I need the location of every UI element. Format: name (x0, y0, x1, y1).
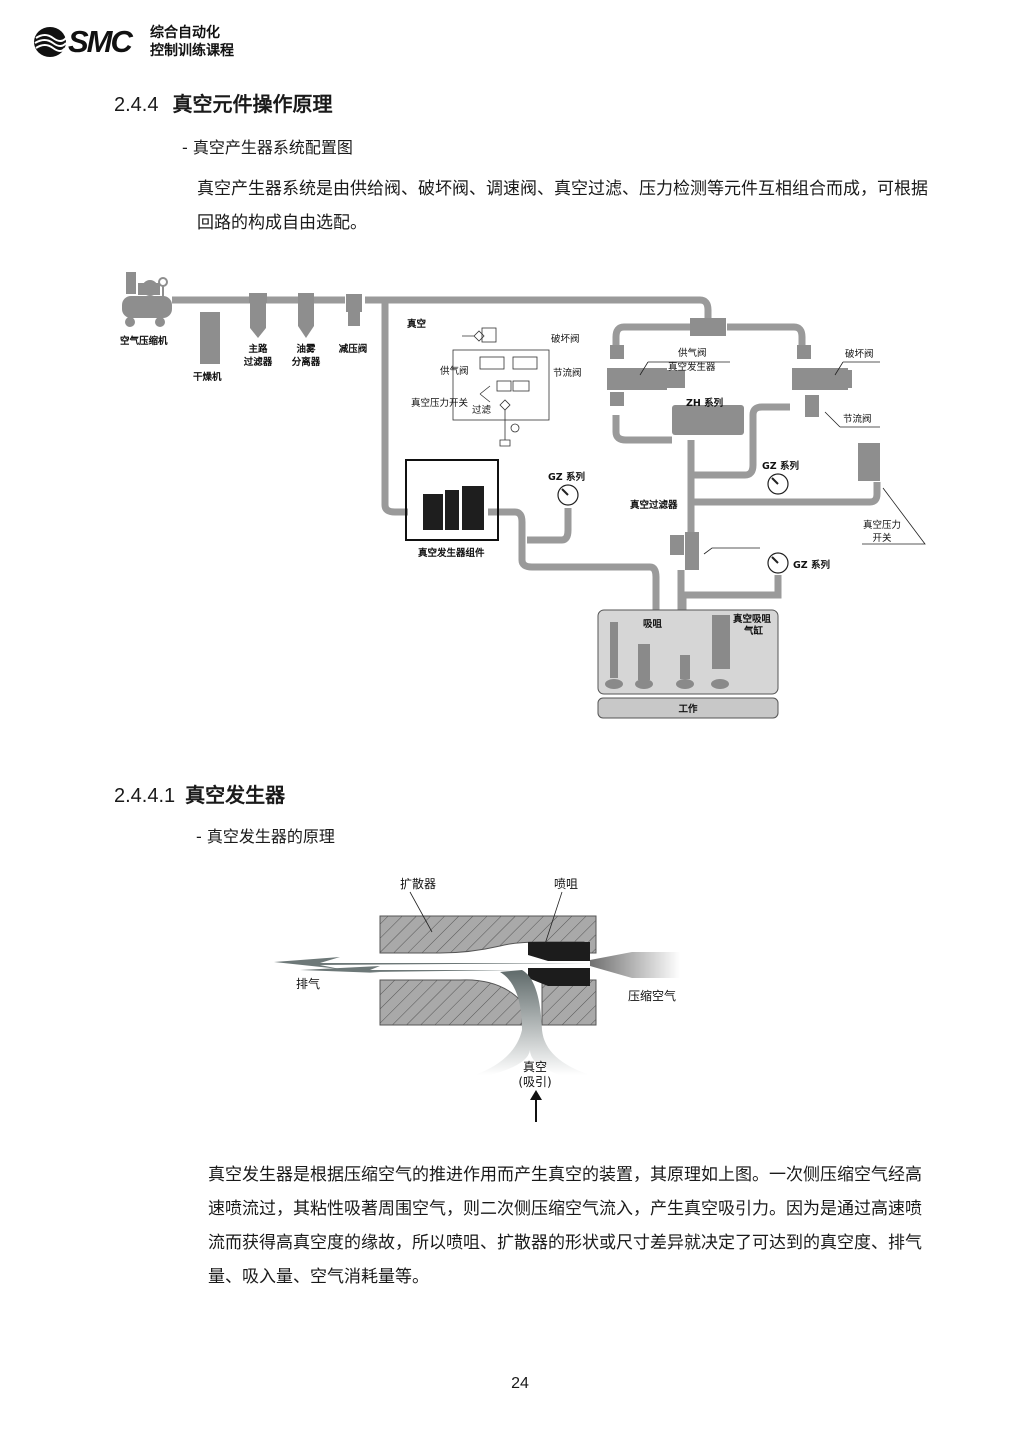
switch-pipe (691, 482, 881, 506)
label-gz-series-3: GZ 系列 (793, 559, 830, 571)
ejector-leader-lines (409, 891, 563, 945)
right-tee-pipe (727, 323, 806, 345)
regulator-icon (346, 294, 362, 326)
vacuum-filter-icon (670, 532, 699, 570)
smc-logo-icon (34, 27, 67, 57)
label-throttle-schematic: 节流阀 (553, 367, 582, 379)
dryer-icon (200, 312, 220, 364)
label-dryer: 干燥机 (193, 371, 222, 383)
ejector-assembly-icon (607, 318, 852, 435)
page-number: 24 (511, 1375, 529, 1392)
gauge-pipe-3 (679, 575, 782, 612)
section-number: 2.4.4 (114, 94, 159, 116)
gauge-icon-3 (767, 552, 789, 574)
label-throttle-valve: 节流阀 (843, 413, 872, 425)
brand-subtitle-line1: 综合自动化 (150, 25, 220, 41)
label-gz-series-1: GZ 系列 (548, 471, 585, 483)
unit-outlet-pipe (488, 508, 660, 612)
label-compressed-air: 压缩空气 (628, 988, 676, 1003)
brand-subtitle-line2: 控制训练课程 (150, 43, 234, 59)
label-suction: (吸引) (518, 1075, 551, 1089)
label-vacuum-cylinder-1: 真空吸咀 (733, 613, 772, 625)
label-pressure-switch-2: 开关 (872, 532, 892, 544)
pneumatic-schematic (452, 327, 550, 447)
label-main-filter-2: 过滤器 (244, 356, 273, 368)
brand-name: SMC (68, 24, 133, 59)
label-vacuum: 真空 (523, 1060, 547, 1074)
brand-subtitle: 综合自动化 控制训练课程 (150, 24, 234, 60)
label-supply-valve-schematic: 供气阀 (440, 365, 469, 377)
label-supply-valve: 供气阀 (678, 347, 707, 359)
label-diffuser: 扩散器 (400, 876, 436, 891)
section-heading: 2.4.4 真空元件操作原理 (114, 88, 332, 117)
label-release-valve: 破坏阀 (845, 348, 874, 360)
label-release-valve-schematic: 破坏阀 (551, 333, 580, 345)
exhaust-flow-arrow-1 (274, 957, 590, 969)
label-ejector-unit: 真空发生器组件 (418, 547, 485, 559)
label-mist-sep-1: 油雾 (296, 343, 316, 355)
vacuum-system-diagram: 空气压缩机 干燥机 主路 过滤器 油雾 分离器 减压阀 真空 破坏阀 供气阀 节… (120, 272, 926, 719)
supply-pipe (365, 296, 712, 318)
vacuum-suction-flow (475, 970, 590, 1075)
pressure-switch-icon (858, 443, 880, 481)
label-pressure-switch-schematic: 真空压力开关 (411, 397, 469, 409)
main-filter-icon (249, 293, 267, 338)
section-subheading: - 真空产生器系统配置图 (182, 138, 353, 157)
branch-pipe (381, 300, 408, 516)
throttle-pipe (691, 403, 790, 479)
mist-separator-icon (298, 293, 314, 338)
smc-logo: SMC 综合自动化 控制训练课程 (33, 22, 263, 64)
label-vacuum: 真空 (407, 318, 427, 330)
ejector-unit-icon (423, 486, 484, 530)
ejector-principle-diagram: 扩散器 喷咀 排气 压缩空气 真空 (吸引) (274, 876, 680, 1122)
label-ejector: 真空发生器 (668, 361, 716, 373)
nozzle-upper-icon (528, 942, 590, 961)
subsection-number: 2.4.4.1 (114, 785, 176, 807)
suction-cups-icon (605, 615, 730, 689)
leader-lines (639, 361, 926, 555)
gauge-icon-2 (767, 473, 789, 495)
section-paragraph: 真空产生器系统是由供给阀、破坏阀、调速阀、真空过滤、压力检测等元件互相组合而成，… (197, 179, 928, 233)
label-zh-series: ZH 系列 (686, 397, 723, 409)
label-suction-cup: 吸咀 (643, 619, 663, 630)
subsection-title: 真空发生器 (185, 783, 286, 807)
label-compressor: 空气压缩机 (120, 335, 168, 347)
diffuser-lower-body (379, 979, 523, 1026)
zh-inlet-pipe (612, 415, 672, 444)
subsection-subheading: - 真空发生器的原理 (196, 827, 335, 846)
label-vacuum-cylinder-2: 气缸 (743, 625, 764, 637)
label-nozzle: 喷咀 (554, 877, 578, 891)
ejector-unit-box (405, 459, 499, 541)
label-vacuum-filter: 真空过滤器 (630, 499, 678, 511)
label-work: 工作 (678, 703, 698, 715)
air-compressor-icon (122, 272, 172, 327)
section-title: 真空元件操作原理 (172, 92, 333, 116)
label-gz-series-2: GZ 系列 (762, 460, 799, 472)
gauge-pipe-1 (527, 508, 572, 544)
pipes (172, 296, 881, 612)
nozzle-lower-body (541, 979, 597, 1026)
label-exhaust: 排气 (296, 976, 320, 991)
exhaust-flow-arrow-2 (300, 966, 522, 973)
label-regulator: 减压阀 (339, 343, 368, 355)
gauge-icon-1 (557, 484, 579, 506)
left-tee-pipe (612, 323, 690, 345)
label-main-filter-1: 主路 (248, 343, 268, 355)
subsection-heading: 2.4.4.1 真空发生器 (114, 779, 285, 808)
label-pressure-switch-1: 真空压力 (863, 519, 901, 531)
suction-up-arrow-icon (530, 1090, 542, 1122)
subsection-paragraph: 真空发生器是根据压缩空气的推进作用而产生真空的装置，其原理如上图。一次侧压缩空气… (208, 1165, 922, 1287)
compressed-air-flow (590, 952, 680, 978)
label-mist-sep-2: 分离器 (292, 356, 321, 368)
nozzle-lower-icon (528, 968, 590, 986)
label-filter-schematic: 过滤 (472, 404, 492, 416)
work-bar (597, 697, 779, 719)
